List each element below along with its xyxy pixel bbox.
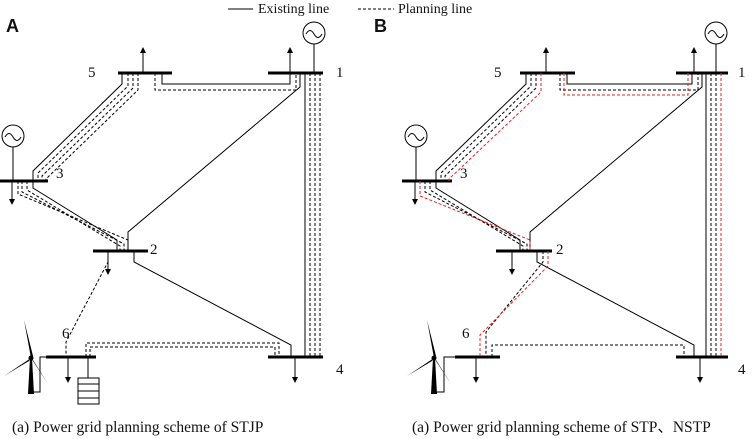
bus-label-5: 5 bbox=[88, 65, 96, 81]
planning-lines bbox=[424, 73, 717, 357]
bus-label-4: 4 bbox=[336, 362, 344, 378]
panel-b-caption: (a) Power grid planning scheme of STP、NS… bbox=[412, 419, 711, 436]
generator-icon-bus3 bbox=[1, 124, 25, 181]
generator-icon-bus3 bbox=[404, 124, 428, 181]
line-5-3-existing bbox=[435, 73, 527, 181]
legend: Existing line Planning line bbox=[228, 2, 472, 17]
line-2-1-existing bbox=[127, 73, 301, 251]
panel-b: B 5 1 3 2 4 6 bbox=[374, 16, 746, 436]
panel-a-caption: (a) Power grid planning scheme of STJP bbox=[12, 419, 263, 436]
panel-b-letter: B bbox=[374, 16, 387, 36]
planning-lines bbox=[17, 73, 321, 357]
bus-label-1: 1 bbox=[336, 65, 344, 81]
line-5-3-existing bbox=[32, 73, 123, 181]
storage-battery-icon bbox=[77, 357, 100, 405]
line-2-4-existing bbox=[536, 251, 695, 357]
bus-label-2: 2 bbox=[556, 242, 564, 258]
legend-existing-label: Existing line bbox=[258, 2, 329, 17]
line-3-2-existing bbox=[32, 181, 118, 251]
line-3-2-existing bbox=[435, 181, 521, 251]
line-2-4-existing bbox=[133, 251, 292, 357]
panel-a-letter: A bbox=[6, 16, 19, 36]
line-5-1-existing bbox=[566, 73, 693, 85]
bus-label-4: 4 bbox=[738, 362, 746, 378]
highlighted-planning-lines bbox=[419, 73, 722, 357]
wind-turbine-icon bbox=[407, 320, 455, 394]
bus-label-3: 3 bbox=[460, 166, 468, 182]
legend-planning-label: Planning line bbox=[398, 2, 472, 17]
bus-label-1: 1 bbox=[738, 65, 746, 81]
line-2-1-existing bbox=[529, 73, 703, 251]
bus-label-6: 6 bbox=[462, 326, 470, 342]
bus-label-2: 2 bbox=[150, 242, 158, 258]
bus-label-3: 3 bbox=[56, 166, 64, 182]
wind-turbine-icon bbox=[4, 320, 48, 394]
generator-icon-bus1 bbox=[704, 21, 728, 73]
bus-label-6: 6 bbox=[62, 326, 70, 342]
panel-a: A 5 1 3 2 4 6 bbox=[0, 16, 344, 436]
generator-icon-bus1 bbox=[302, 21, 326, 73]
bus-label-5: 5 bbox=[494, 65, 502, 81]
line-5-1-existing bbox=[161, 73, 291, 85]
